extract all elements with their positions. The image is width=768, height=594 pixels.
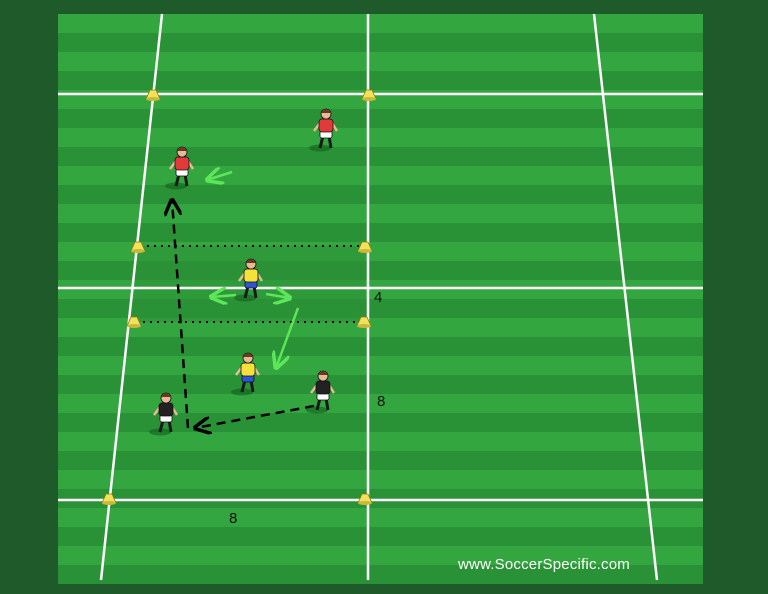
- cone-icon: [356, 316, 372, 328]
- cone-icon: [361, 89, 377, 101]
- movement-arrows: [207, 172, 300, 368]
- arrow-icon: [276, 307, 300, 368]
- cones: [101, 89, 377, 505]
- left-vertical-line: [99, 13, 164, 581]
- player-icon: [309, 108, 339, 152]
- arrow-icon: [207, 172, 233, 180]
- cone-icon: [101, 493, 117, 505]
- player-icon: [306, 370, 336, 414]
- player-icon: [165, 146, 195, 190]
- watermark: www.SoccerSpecific.com: [458, 556, 630, 573]
- grass-stripes: [58, 14, 703, 584]
- cone-icon: [357, 241, 373, 253]
- players: [149, 108, 339, 436]
- cone-icon: [357, 493, 373, 505]
- cone-icon: [130, 241, 146, 253]
- area-length-label: 8: [377, 393, 386, 410]
- zone-dotted-lines: [136, 245, 362, 323]
- area-width-label: 8: [229, 510, 238, 527]
- field-lines: [58, 13, 703, 581]
- arrow-icon: [211, 295, 237, 297]
- right-vertical-line: [592, 13, 659, 581]
- cone-icon: [126, 316, 142, 328]
- arrow-icon: [265, 294, 290, 298]
- player-icon: [231, 352, 261, 396]
- pass-arrows: [172, 200, 315, 429]
- arrow-icon: [195, 404, 315, 428]
- cone-icon: [145, 89, 161, 101]
- arrow-icon: [172, 200, 190, 429]
- player-icon: [234, 258, 264, 302]
- zone-width-label: 4: [374, 289, 383, 306]
- player-icon: [149, 392, 179, 436]
